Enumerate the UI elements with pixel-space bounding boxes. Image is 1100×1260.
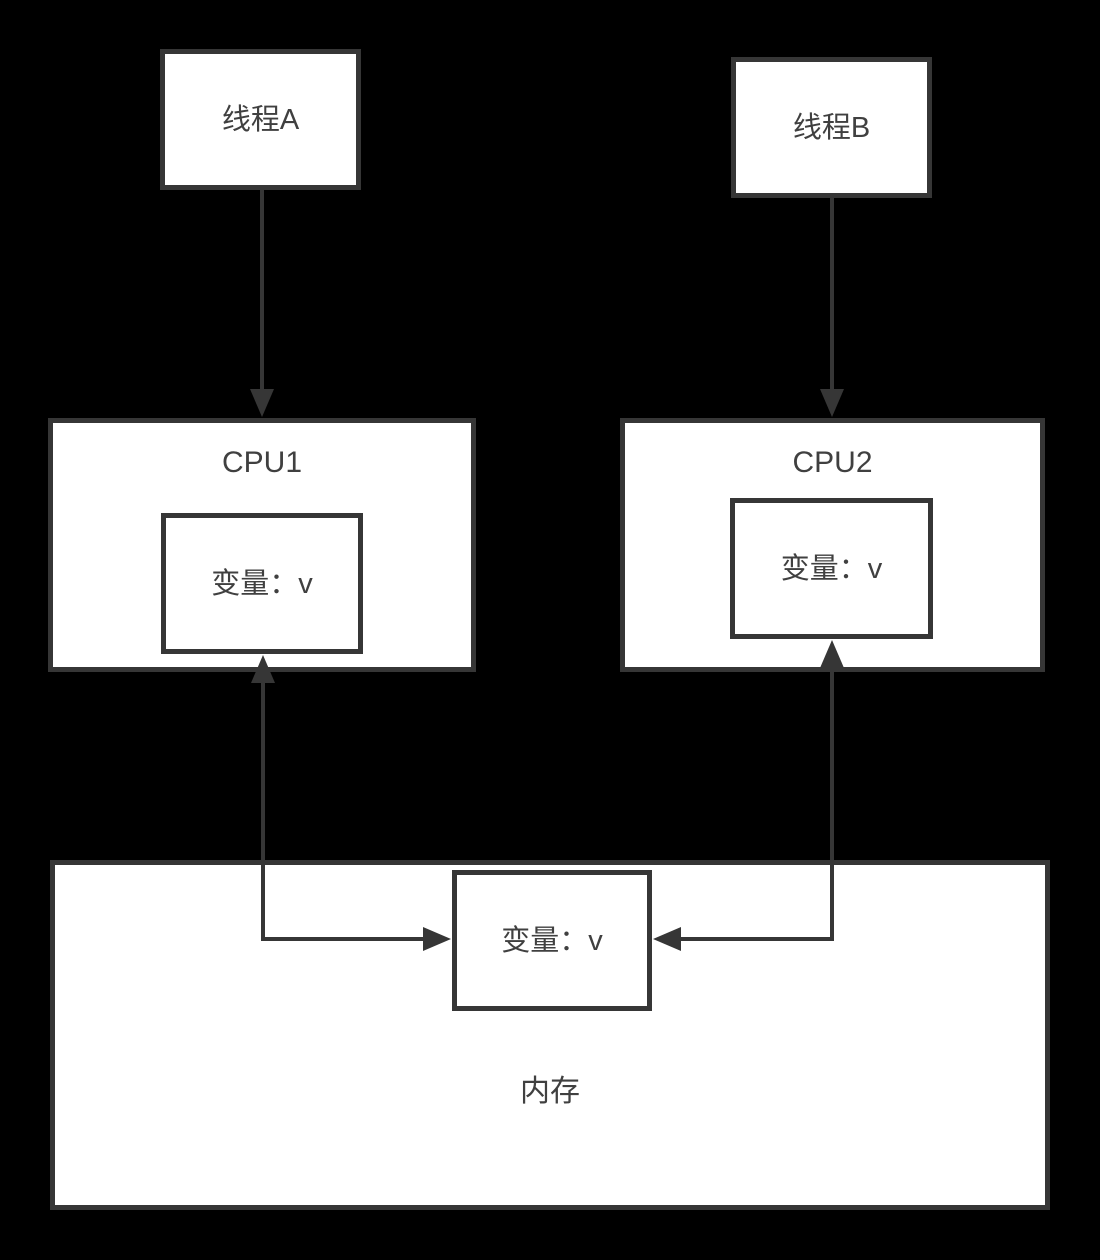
thread-a-node: 线程A (160, 49, 361, 190)
arrow-thread-a-to-cpu1 (250, 190, 274, 417)
cpu2-variable-label: 变量：v (780, 552, 883, 585)
memory-variable-label: 变量：v (501, 924, 603, 957)
cpu1-variable-node: 变量：v (161, 513, 363, 654)
thread-b-node: 线程B (731, 57, 932, 198)
cpu1-variable-label: 变量：v (211, 567, 313, 600)
cpu1-node: CPU1 变量：v (48, 418, 476, 672)
cpu2-variable-node: 变量：v (730, 498, 933, 639)
cpu1-label: CPU1 (221, 446, 303, 479)
thread-a-label: 线程A (221, 103, 300, 136)
memory-node: 变量：v 内存 (50, 860, 1050, 1210)
memory-variable-node: 变量：v (452, 870, 652, 1011)
memory-label: 内存 (520, 1075, 580, 1108)
cpu2-label: CPU2 (792, 446, 873, 479)
thread-b-label: 线程B (792, 111, 871, 144)
arrow-thread-b-to-cpu2 (820, 198, 844, 417)
cpu2-node: CPU2 变量：v (620, 418, 1045, 672)
